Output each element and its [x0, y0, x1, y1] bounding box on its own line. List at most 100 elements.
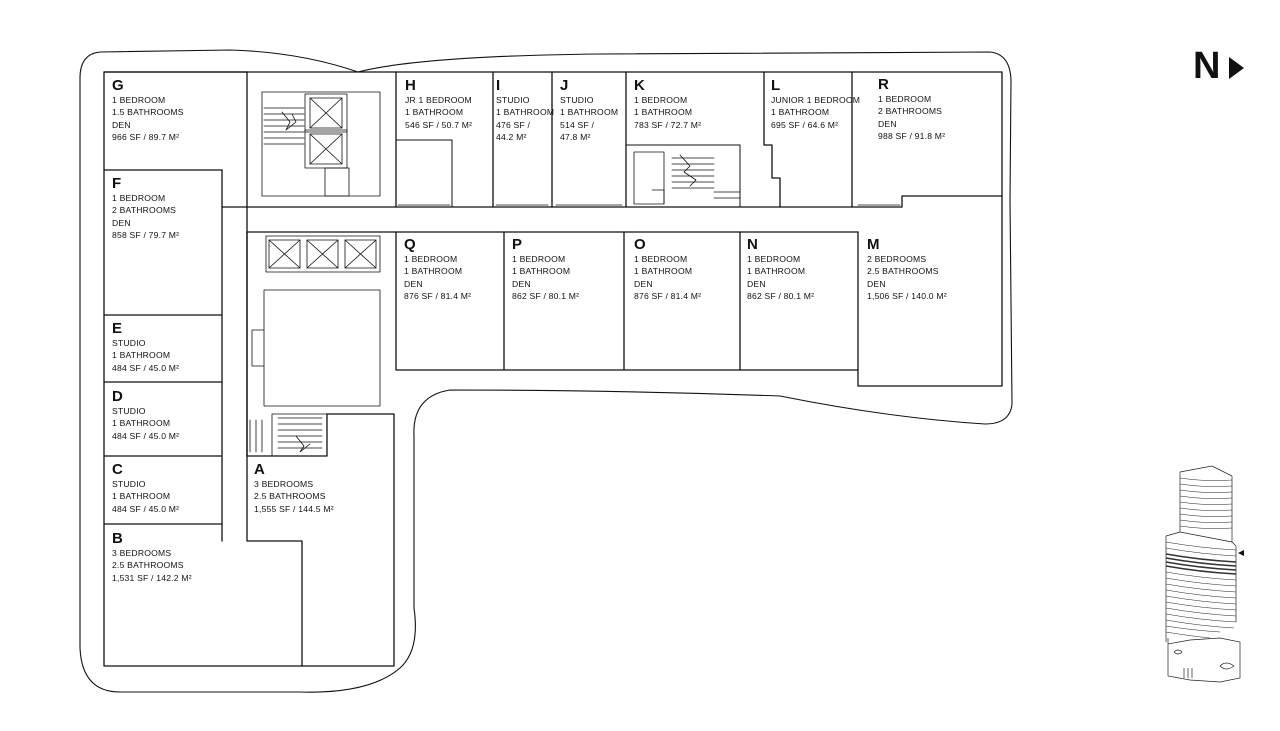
unit-detail: 2 BATHROOMS	[878, 106, 943, 117]
unit-d: D STUDIO 1 BATHROOM 484 SF / 45.0 M²	[112, 388, 179, 442]
unit-detail: STUDIO	[112, 406, 146, 416]
unit-detail: 1 BEDROOM	[512, 254, 566, 264]
unit-detail: JR 1 BEDROOM	[405, 95, 472, 105]
unit-letter: A	[254, 461, 266, 478]
unit-g: G 1 BEDROOM 1.5 BATHROOMS DEN 966 SF / 8…	[112, 77, 184, 143]
unit-area: 476 SF /	[496, 119, 531, 130]
unit-letter: M	[867, 236, 880, 253]
unit-detail: 1 BEDROOM	[747, 254, 801, 264]
unit-detail: STUDIO	[560, 95, 594, 105]
unit-letter: J	[560, 77, 569, 94]
unit-area: 858 SF / 79.7 M²	[112, 229, 180, 240]
unit-letter: L	[771, 77, 781, 94]
unit-p: P 1 BEDROOM 1 BATHROOM DEN 862 SF / 80.1…	[512, 236, 579, 302]
unit-detail: DEN	[878, 118, 897, 129]
unit-letter: E	[112, 320, 123, 337]
unit-c: C STUDIO 1 BATHROOM 484 SF / 45.0 M²	[112, 461, 179, 515]
unit-f: F 1 BEDROOM 2 BATHROOMS DEN 858 SF / 79.…	[112, 175, 179, 241]
unit-detail: 1 BATHROOM	[634, 266, 693, 277]
unit-letter: C	[112, 461, 124, 478]
unit-area: 988 SF / 91.8 M²	[878, 130, 946, 141]
unit-area: 783 SF / 72.7 M²	[634, 119, 702, 130]
unit-detail: 1 BEDROOM	[634, 95, 688, 105]
unit-detail: STUDIO	[496, 95, 530, 105]
unit-detail: 3 BEDROOMS	[112, 548, 172, 558]
unit-letter: O	[634, 236, 647, 253]
unit-detail: STUDIO	[112, 338, 146, 348]
unit-detail: 1 BATHROOM	[634, 107, 693, 118]
unit-area: 484 SF / 45.0 M²	[112, 503, 180, 514]
stair-k	[633, 151, 741, 205]
unit-detail: 1 BATHROOM	[112, 418, 171, 429]
unit-detail: DEN	[512, 278, 531, 289]
unit-a: A 3 BEDROOMS 2.5 BATHROOMS 1,555 SF / 14…	[254, 461, 334, 515]
unit-area: 514 SF /	[560, 119, 595, 130]
unit-letter: H	[405, 77, 417, 94]
unit-j: J STUDIO 1 BATHROOM 514 SF / 47.8 M²	[560, 77, 618, 143]
unit-letter: B	[112, 530, 124, 547]
unit-detail: DEN	[112, 119, 131, 130]
north-letter: N	[1193, 45, 1221, 87]
unit-walls	[103, 71, 1003, 667]
unit-area: 484 SF / 45.0 M²	[112, 430, 180, 441]
unit-detail: 1 BATHROOM	[405, 107, 464, 118]
unit-detail: DEN	[867, 278, 886, 289]
unit-m: M 2 BEDROOMS 2.5 BATHROOMS DEN 1,506 SF …	[867, 236, 947, 302]
north-indicator: N	[1193, 45, 1257, 88]
core-upper	[261, 91, 381, 197]
unit-area: 876 SF / 81.4 M²	[404, 290, 472, 301]
unit-l: L JUNIOR 1 BEDROOM 1 BATHROOM 695 SF / 6…	[771, 77, 860, 131]
unit-detail: 2.5 BATHROOMS	[867, 266, 939, 277]
unit-detail: 1 BEDROOM	[112, 193, 166, 203]
unit-k: K 1 BEDROOM 1 BATHROOM 783 SF / 72.7 M²	[634, 77, 701, 131]
unit-detail: 1 BATHROOM	[112, 350, 171, 361]
unit-detail: DEN	[404, 278, 423, 289]
unit-detail: 1 BATHROOM	[747, 266, 806, 277]
unit-letter: G	[112, 77, 125, 94]
unit-area: 1,531 SF / 142.2 M²	[112, 572, 192, 583]
unit-area: 44.2 M²	[496, 131, 527, 142]
unit-letter: F	[112, 175, 122, 192]
unit-detail: 1 BEDROOM	[634, 254, 688, 264]
unit-detail: 1 BATHROOM	[112, 491, 171, 502]
unit-area: 47.8 M²	[560, 131, 591, 142]
unit-detail: 2.5 BATHROOMS	[112, 560, 184, 571]
unit-detail: 2 BATHROOMS	[112, 205, 177, 216]
unit-area: 876 SF / 81.4 M²	[634, 290, 702, 301]
slab-outline	[79, 49, 1013, 693]
unit-detail: DEN	[634, 278, 653, 289]
unit-detail: 3 BEDROOMS	[254, 479, 314, 489]
unit-detail: DEN	[112, 217, 131, 228]
unit-detail: 1 BATHROOM	[512, 266, 571, 277]
unit-area: 862 SF / 80.1 M²	[512, 290, 580, 301]
unit-b: B 3 BEDROOMS 2.5 BATHROOMS 1,531 SF / 14…	[112, 530, 192, 584]
unit-area: 966 SF / 89.7 M²	[112, 131, 180, 142]
unit-letter: D	[112, 388, 124, 405]
unit-r: R 1 BEDROOM 2 BATHROOMS DEN 988 SF / 91.…	[878, 76, 945, 142]
unit-detail: 1 BATHROOM	[496, 107, 555, 118]
unit-detail: 1 BEDROOM	[404, 254, 458, 264]
unit-area: 1,555 SF / 144.5 M²	[254, 503, 334, 514]
unit-q: Q 1 BEDROOM 1 BATHROOM DEN 876 SF / 81.4…	[404, 236, 471, 302]
unit-area: 695 SF / 64.6 M²	[771, 119, 839, 130]
core-lower	[249, 235, 381, 457]
unit-letter: N	[747, 236, 759, 253]
unit-e: E STUDIO 1 BATHROOM 484 SF / 45.0 M²	[112, 320, 179, 374]
unit-detail: 1 BEDROOM	[878, 94, 932, 104]
unit-area: 484 SF / 45.0 M²	[112, 362, 180, 373]
unit-detail: DEN	[747, 278, 766, 289]
unit-detail: JUNIOR 1 BEDROOM	[771, 95, 861, 105]
unit-area: 1,506 SF / 140.0 M²	[867, 290, 947, 301]
unit-detail: 1 BEDROOM	[112, 95, 166, 105]
unit-detail: STUDIO	[112, 479, 146, 489]
building-elevation-icon	[1165, 465, 1244, 683]
unit-letter: R	[878, 76, 890, 93]
unit-i: I STUDIO 1 BATHROOM 476 SF / 44.2 M²	[496, 77, 554, 143]
unit-detail: 1 BATHROOM	[404, 266, 463, 277]
unit-detail: 1 BATHROOM	[560, 107, 619, 118]
unit-h: H JR 1 BEDROOM 1 BATHROOM 546 SF / 50.7 …	[405, 77, 472, 131]
unit-detail: 2 BEDROOMS	[867, 254, 927, 264]
unit-detail: 2.5 BATHROOMS	[254, 491, 326, 502]
unit-detail: 1 BATHROOM	[771, 107, 830, 118]
